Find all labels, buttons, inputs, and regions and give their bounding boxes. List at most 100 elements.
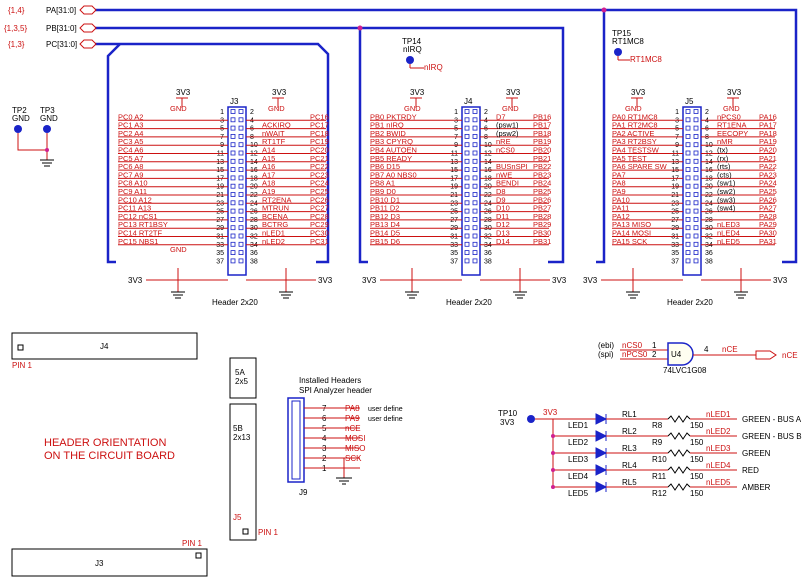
resistor-icon — [667, 449, 691, 457]
header-ref: J3 — [230, 97, 239, 106]
header-pin-odd — [464, 250, 470, 256]
header-pin-odd — [464, 192, 470, 197]
header-bottom-power-right: 3V3 — [552, 276, 567, 285]
led-description: GREEN - BUS A — [742, 415, 802, 424]
header-gnd-drops — [177, 268, 287, 292]
header-mid-label: BCTRG — [262, 220, 288, 229]
header-top-power-right: 3V3 — [727, 88, 742, 97]
header-ref: J5 — [685, 97, 694, 106]
header-pin-odd — [685, 241, 691, 247]
header-right-label: PA31 — [759, 237, 777, 246]
header-mid-label: RT1TF — [262, 137, 286, 146]
led-junction — [551, 468, 555, 472]
header-left-label: PB9 D0 — [370, 187, 396, 196]
header-mid-label: D7 — [496, 112, 506, 121]
led-net-label: nLED2 — [706, 427, 731, 436]
header-left-label: PB7 A0 NBS0 — [370, 170, 417, 179]
led-diode-icon — [595, 464, 608, 476]
header-pin-odd — [230, 183, 236, 189]
header-left-label: PA2 ACTIVE — [612, 129, 654, 138]
gate-in1-net: nCS0 — [622, 341, 643, 350]
header-mid-label: nLED3 — [717, 220, 740, 229]
header-pin-odd — [230, 109, 236, 114]
header-pin-even — [472, 241, 478, 247]
header-left-label: PA10 — [612, 195, 630, 204]
orientation-j5-label: J5 — [233, 513, 242, 522]
header-pin-number-even: 38 — [250, 258, 258, 265]
header-right-label: PB17 — [533, 121, 551, 130]
header-right-label: PC31 — [310, 237, 329, 246]
header-pin-even — [238, 158, 244, 164]
header-body — [227, 106, 247, 276]
header-pin-number-even: 2 — [484, 109, 488, 116]
header-right-label: PB26 — [533, 195, 551, 204]
header-pin-odd — [464, 109, 470, 114]
header-pin-even — [238, 150, 244, 156]
led-diode-icon — [595, 447, 608, 459]
header-pin-even — [472, 258, 478, 264]
header-pin-odd — [230, 225, 236, 231]
header-right-label: PB29 — [533, 220, 551, 229]
header-pin-odd — [685, 200, 691, 206]
gate-part: 74LVC1G08 — [663, 366, 707, 375]
header-pin-odd — [685, 192, 691, 197]
header-left-label: PA6 SPARE SW — [612, 162, 668, 171]
header-right-label: PC23 — [310, 170, 329, 179]
header-bottom-power-right: 3V3 — [318, 276, 333, 285]
resistor-icon — [667, 466, 691, 474]
header-right-label: PA21 — [759, 154, 777, 163]
header-right-label: PA17 — [759, 121, 777, 130]
header-left-label: PA11 — [612, 204, 629, 213]
led-net-label: nLED4 — [706, 461, 731, 470]
header-right-label: PA19 — [759, 137, 777, 146]
led-diode-icon — [595, 430, 608, 442]
header-bottom-power-left: 3V3 — [583, 276, 598, 285]
header-pin-odd — [685, 258, 691, 264]
header-mid-label: (psw2) — [496, 129, 519, 138]
header-right-label: PB21 — [533, 154, 551, 163]
header-mid-label: (rx) — [717, 154, 729, 163]
header-pin-even — [693, 225, 699, 231]
resistor-value: 150 — [690, 421, 704, 430]
header-pin-odd — [230, 250, 236, 256]
header-pin-odd — [685, 216, 691, 222]
tp14-ref: TP14 — [402, 37, 422, 46]
header-mid-label: (sw1) — [717, 179, 736, 188]
header-pin-even — [238, 250, 244, 256]
header-pin-even — [693, 133, 699, 139]
header-pin-even — [472, 208, 478, 214]
header-pin-even — [238, 109, 244, 114]
header-pin-odd — [685, 175, 691, 181]
header-left-label: PB12 D3 — [370, 212, 400, 221]
header-top-power-right: 3V3 — [272, 88, 287, 97]
header-pin-even — [693, 117, 699, 123]
led-description: GREEN - BUS B — [742, 432, 802, 441]
header-pin-even — [472, 117, 478, 123]
header-pin-odd — [685, 133, 691, 139]
header-mid-label: A15 — [262, 154, 275, 163]
orientation-j4-pin1: PIN 1 — [12, 361, 33, 370]
tp15-net: RT1MC8 — [612, 37, 644, 46]
resistor-icon — [667, 415, 691, 423]
led-tp-net: 3V3 — [500, 418, 515, 427]
header-mid-label: D10 — [496, 204, 510, 213]
header-pin-odd — [685, 142, 691, 148]
header-pin-odd — [230, 150, 236, 156]
header-mid-label: RT1ENA — [717, 121, 746, 130]
header-right-label: PB16 — [533, 112, 551, 121]
header-pin-odd — [230, 208, 236, 214]
ground-symbol — [513, 291, 527, 299]
header-pin-number-odd: 1 — [220, 109, 224, 116]
ground-symbol — [171, 291, 185, 299]
header-pin-odd — [464, 225, 470, 231]
header-pin-odd — [464, 208, 470, 214]
header-right-label: GND — [268, 104, 285, 113]
header-left-label: PC14 RT2TF — [118, 229, 162, 238]
led-ref: LED2 — [568, 438, 589, 447]
header-pin-number-even: 2 — [250, 109, 254, 116]
gate-in1-note: (ebi) — [598, 341, 614, 350]
header-left-label: PC12 nCS1 — [118, 212, 158, 221]
